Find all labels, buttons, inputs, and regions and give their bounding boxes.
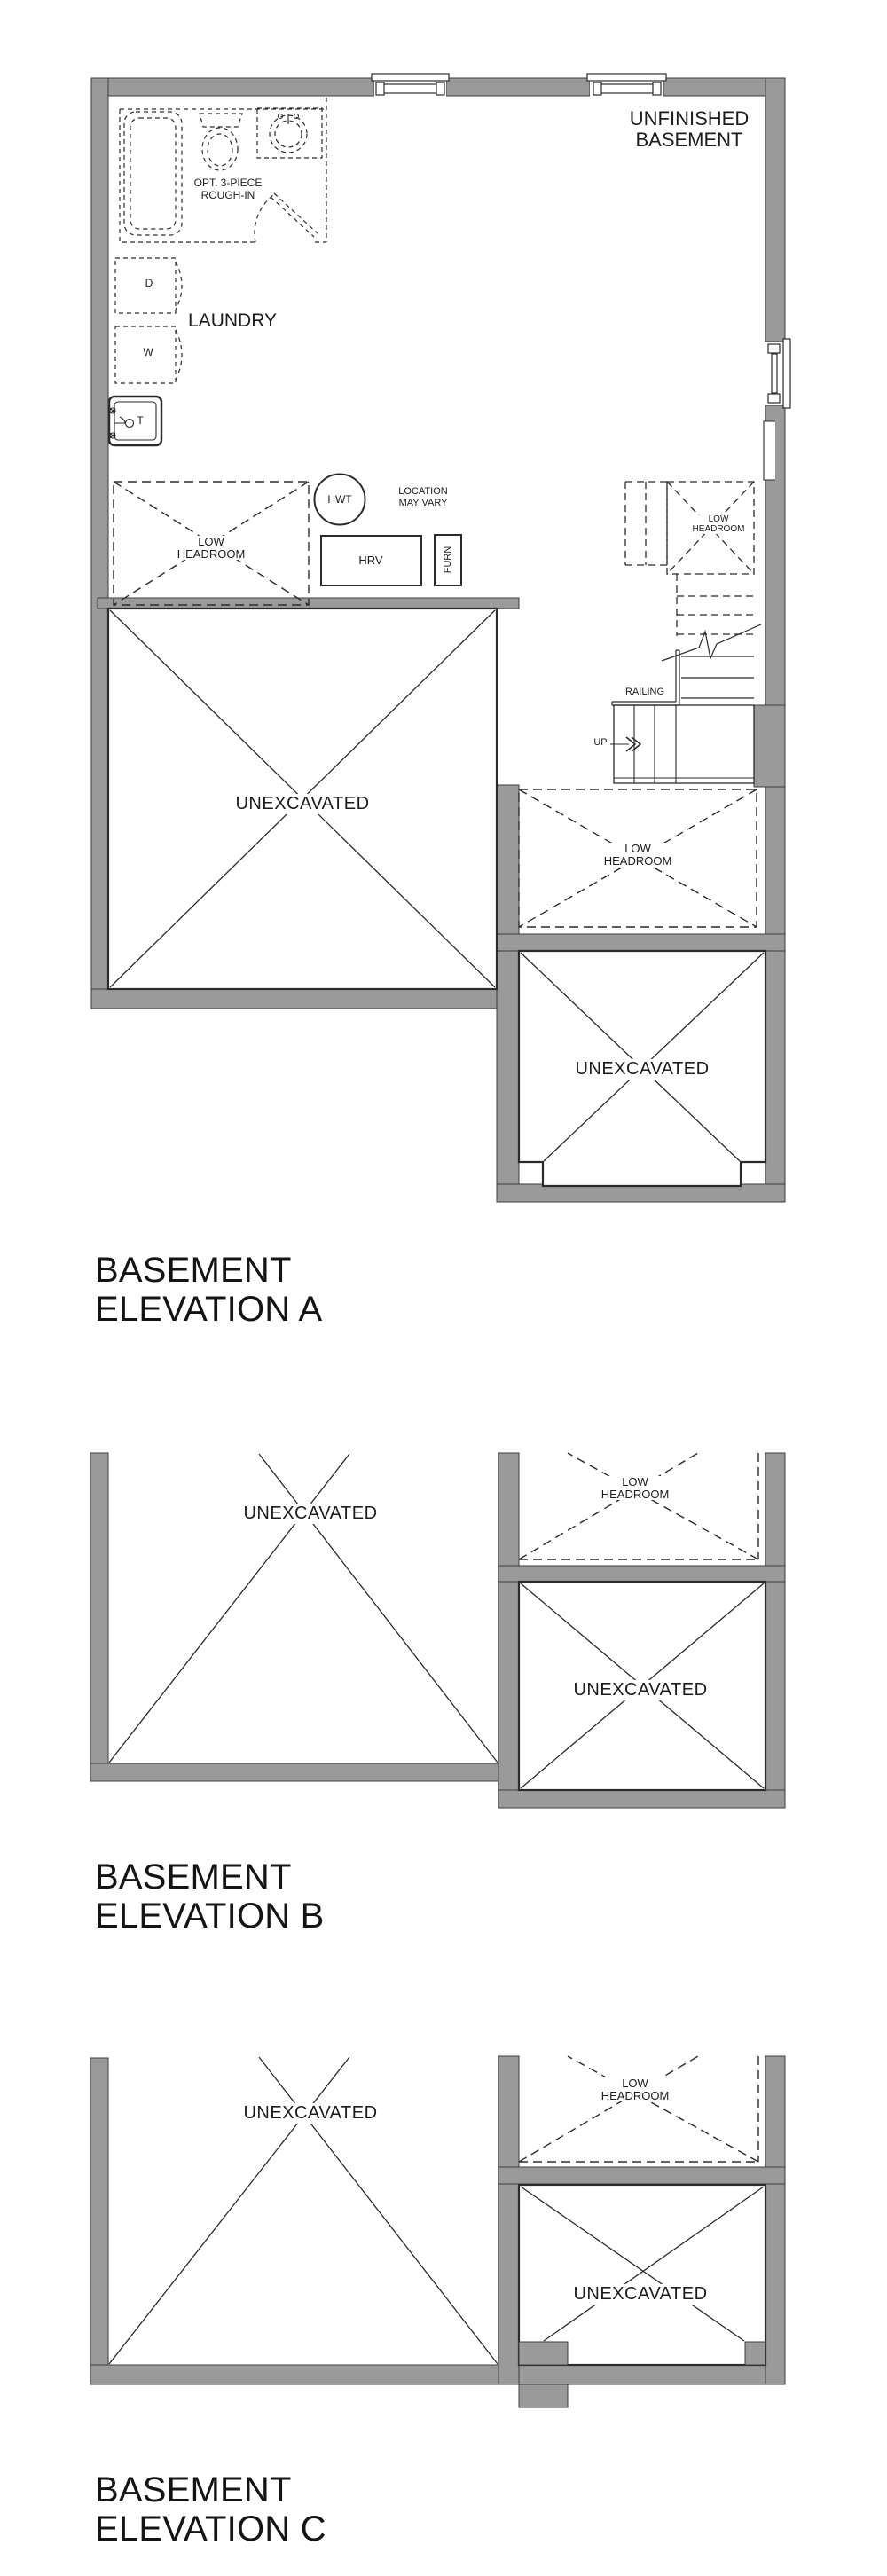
location-note-label: LOCATION MAY VARY [398,486,448,508]
washer-box [114,326,177,384]
washer-label: W [143,346,153,358]
sink-icon [256,107,323,159]
unexcavated-main-label: UNEXCAVATED [232,794,373,814]
c-wall-band-mid [498,2166,786,2185]
low-headroom-left-label: LOW HEADROOM [174,536,248,560]
upper-stair-treads [624,481,668,566]
c-wall-stub [518,2384,569,2408]
hrv-label: HRV [358,554,383,567]
c-wall-left [90,2057,109,2385]
wall-right-upper [765,77,786,342]
wall-vertical-mid [496,784,520,1203]
c-unexcavated-area-right [517,2183,767,2367]
plan-b [90,1452,786,1809]
b-wall-junction [498,1452,520,1809]
mid-stair-treads [676,574,754,636]
window-icon-right [765,338,791,409]
dryer-door-arc [175,261,183,310]
wall-band-mid-right [496,933,786,952]
b-low-headroom-label: LOW HEADROOM [598,1476,672,1500]
b-wall-bottom-right [498,1789,786,1809]
c-unexcavated-left-label: UNEXCAVATED [240,2103,381,2124]
title-elevation-c: BASEMENT ELEVATION C [95,2470,326,2549]
b-unexcavated-left-label: UNEXCAVATED [240,1504,381,1524]
laundry-tub-icon [107,395,163,447]
wall-top-left [90,77,375,97]
b-wall-bottom-left [90,1763,508,1782]
b-unexcavated-left-x [108,1453,498,1763]
wall-top-mid [445,77,591,97]
wall-left [90,77,109,1009]
b-wall-right [765,1452,786,1809]
furnace-label: FURN [443,546,453,574]
wall-right-stair [753,704,786,788]
toilet-icon [199,113,243,171]
c-wall-right [765,2055,786,2385]
rough-in-label: OPT. 3-PIECE ROUGH-IN [193,177,263,201]
laundry-label: LAUNDRY [188,310,277,331]
railing-line [611,649,680,706]
wall-bottom-left [90,988,520,1009]
low-headroom-center-label: LOW HEADROOM [600,843,675,867]
window-icon-top-2 [586,73,667,97]
c-low-headroom-label: LOW HEADROOM [598,2077,672,2101]
furnace-box [434,534,462,586]
dryer-box [114,257,177,314]
laundry-tub-label: T [137,414,144,427]
unexcavated-right-label: UNEXCAVATED [572,1059,712,1080]
window-icon-top-1 [371,73,450,97]
c-unexcavated-right-label: UNEXCAVATED [570,2284,710,2305]
dryer-label: D [145,277,153,289]
low-headroom-area-center [518,789,757,928]
plan-a-walls [90,77,786,1203]
faucet-icon [109,407,126,439]
title-elevation-b: BASEMENT ELEVATION B [95,1857,325,1936]
c-wall-junction [498,2055,520,2385]
hrv-box [320,535,422,586]
up-label: UP [593,737,608,748]
c-wall-bottom [90,2364,786,2385]
low-headroom-right-label: LOW HEADROOM [689,514,748,534]
door-swing [254,192,318,243]
hwt-circle [313,473,366,526]
bathtub-icon [123,111,183,236]
laundry-area [107,257,183,447]
stair-cut-line [661,624,762,662]
stairs [610,481,762,784]
plan-c [90,2055,786,2408]
up-arrow-icon [610,736,642,752]
bathroom-rough-in [119,98,327,243]
b-wall-left [90,1452,109,1782]
washer-door-arc [175,329,183,381]
b-low-headroom-area [518,1452,759,1560]
room-label: UNFINISHED BASEMENT [629,107,750,151]
railing-label: RAILING [624,687,665,697]
wall-right-lower [765,404,786,1203]
hwt-label: HWT [327,493,352,506]
solid-stair-treads [681,656,754,699]
c-low-headroom-area [518,2055,759,2163]
wall-recess [764,421,775,480]
b-wall-band-mid [498,1565,786,1583]
title-elevation-a: BASEMENT ELEVATION A [95,1251,323,1329]
b-unexcavated-right-label: UNEXCAVATED [570,1680,710,1700]
wall-recess-outline [763,420,775,481]
